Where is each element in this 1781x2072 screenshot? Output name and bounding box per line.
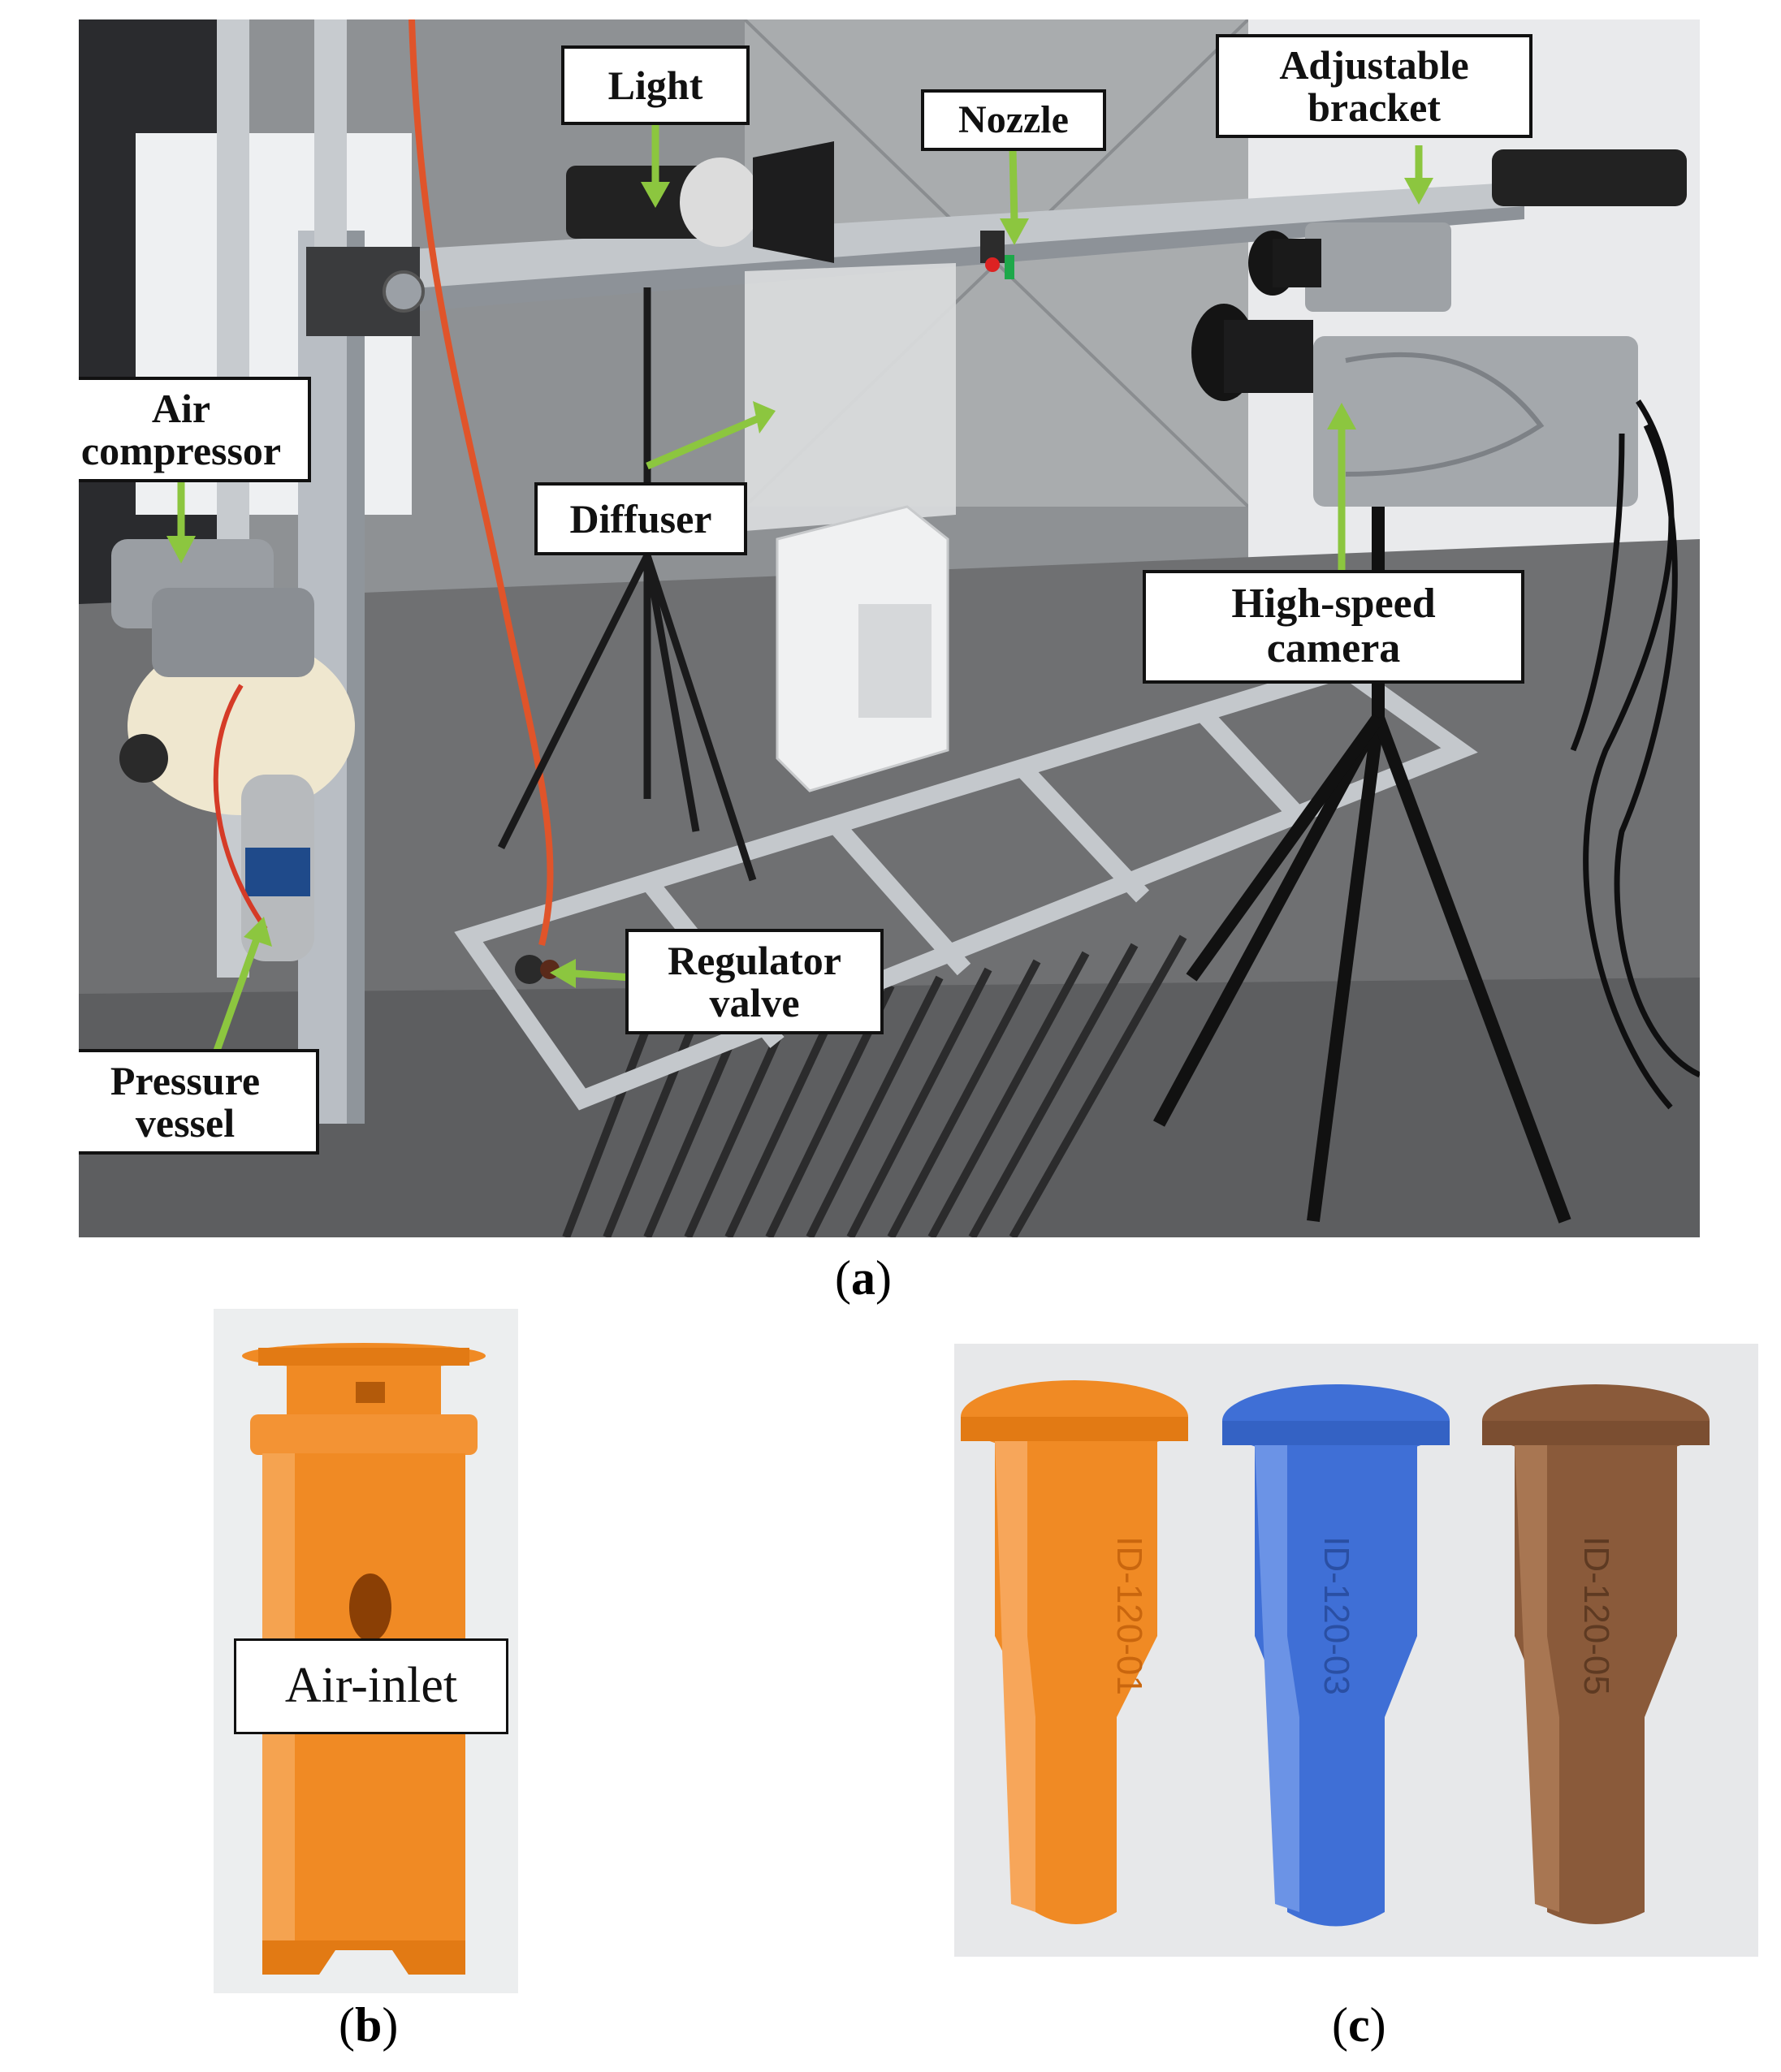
callout-nozzle-text: Nozzle: [958, 97, 1069, 141]
orange-hose: [409, 19, 554, 946]
nozzle-label-orange: ID-120-01: [1109, 1536, 1149, 1695]
nozzle-label-blue: ID-120-03: [1316, 1536, 1356, 1695]
callout-adjustable-bracket: Adjustable bracket: [1216, 34, 1532, 138]
photo-three-nozzles: ID-120-01 ID-120-03 ID-120-05: [954, 1344, 1758, 1957]
callout-nozzle: Nozzle: [921, 89, 1106, 151]
floor-shadow: [79, 978, 1700, 1237]
callout-air-inlet: Air-inlet: [234, 1638, 508, 1734]
orange-nozzle: [242, 1343, 486, 1975]
callout-regulator-valve-line2: valve: [709, 980, 800, 1025]
camera-right-mount: [1492, 149, 1687, 206]
caption-b-letter: b: [354, 1998, 383, 2052]
regulator-valve-body: [515, 955, 544, 984]
callout-air-compressor: Air compressor: [79, 377, 311, 482]
callout-air-inlet-text: Air-inlet: [284, 1658, 458, 1714]
callout-adjustable-bracket-line1: Adjustable: [1279, 41, 1469, 88]
callout-air-compressor-line2: compressor: [80, 428, 282, 473]
nozzle-label-brown: ID-120-05: [1576, 1536, 1616, 1695]
air-inlet-hole: [349, 1573, 391, 1642]
callout-pressure-vessel: Pressure vessel: [79, 1049, 319, 1155]
caption-c: (c): [1332, 1998, 1386, 2052]
callout-light-text: Light: [607, 62, 703, 108]
callout-air-compressor-line1: Air: [151, 385, 211, 431]
nozzle-blue: [1222, 1384, 1450, 1927]
callout-arrows: [166, 125, 1433, 1052]
camera-upper-body: [1305, 222, 1451, 312]
camera-main-body: [1313, 336, 1638, 507]
nozzle-brown: [1482, 1384, 1710, 1924]
caption-a: (a): [835, 1251, 892, 1305]
callout-regulator-valve-line1: Regulator: [668, 937, 841, 983]
callout-diffuser-text: Diffuser: [569, 495, 712, 542]
caption-b: (b): [339, 1998, 399, 2052]
photo-test-rig: Light Nozzle Adjustable bracket Air comp…: [79, 19, 1700, 1237]
callout-pressure-vessel-line1: Pressure: [110, 1057, 261, 1103]
air-compressor-tank: [128, 637, 355, 815]
caption-c-letter: c: [1347, 1998, 1370, 2052]
nozzle-orange: [961, 1380, 1188, 1924]
callout-high-speed-camera: High-speed camera: [1143, 570, 1524, 684]
camera-tripod: [1152, 507, 1571, 1224]
callout-adjustable-bracket-line2: bracket: [1308, 84, 1441, 130]
callout-pressure-vessel-line2: vessel: [135, 1100, 236, 1146]
nozzle-row: [961, 1380, 1710, 1927]
callout-light: Light: [561, 45, 750, 125]
callout-high-speed-camera-line2: camera: [1266, 625, 1401, 671]
callout-diffuser: Diffuser: [534, 482, 747, 555]
diffuser-panel: [745, 263, 956, 531]
camera-cables: [1570, 399, 1700, 1110]
callout-regulator-valve: Regulator valve: [625, 929, 884, 1034]
callout-high-speed-camera-line1: High-speed: [1231, 581, 1436, 628]
caption-a-letter: a: [850, 1251, 875, 1305]
photo-nozzle-air-inlet: Air-inlet: [214, 1309, 518, 1993]
